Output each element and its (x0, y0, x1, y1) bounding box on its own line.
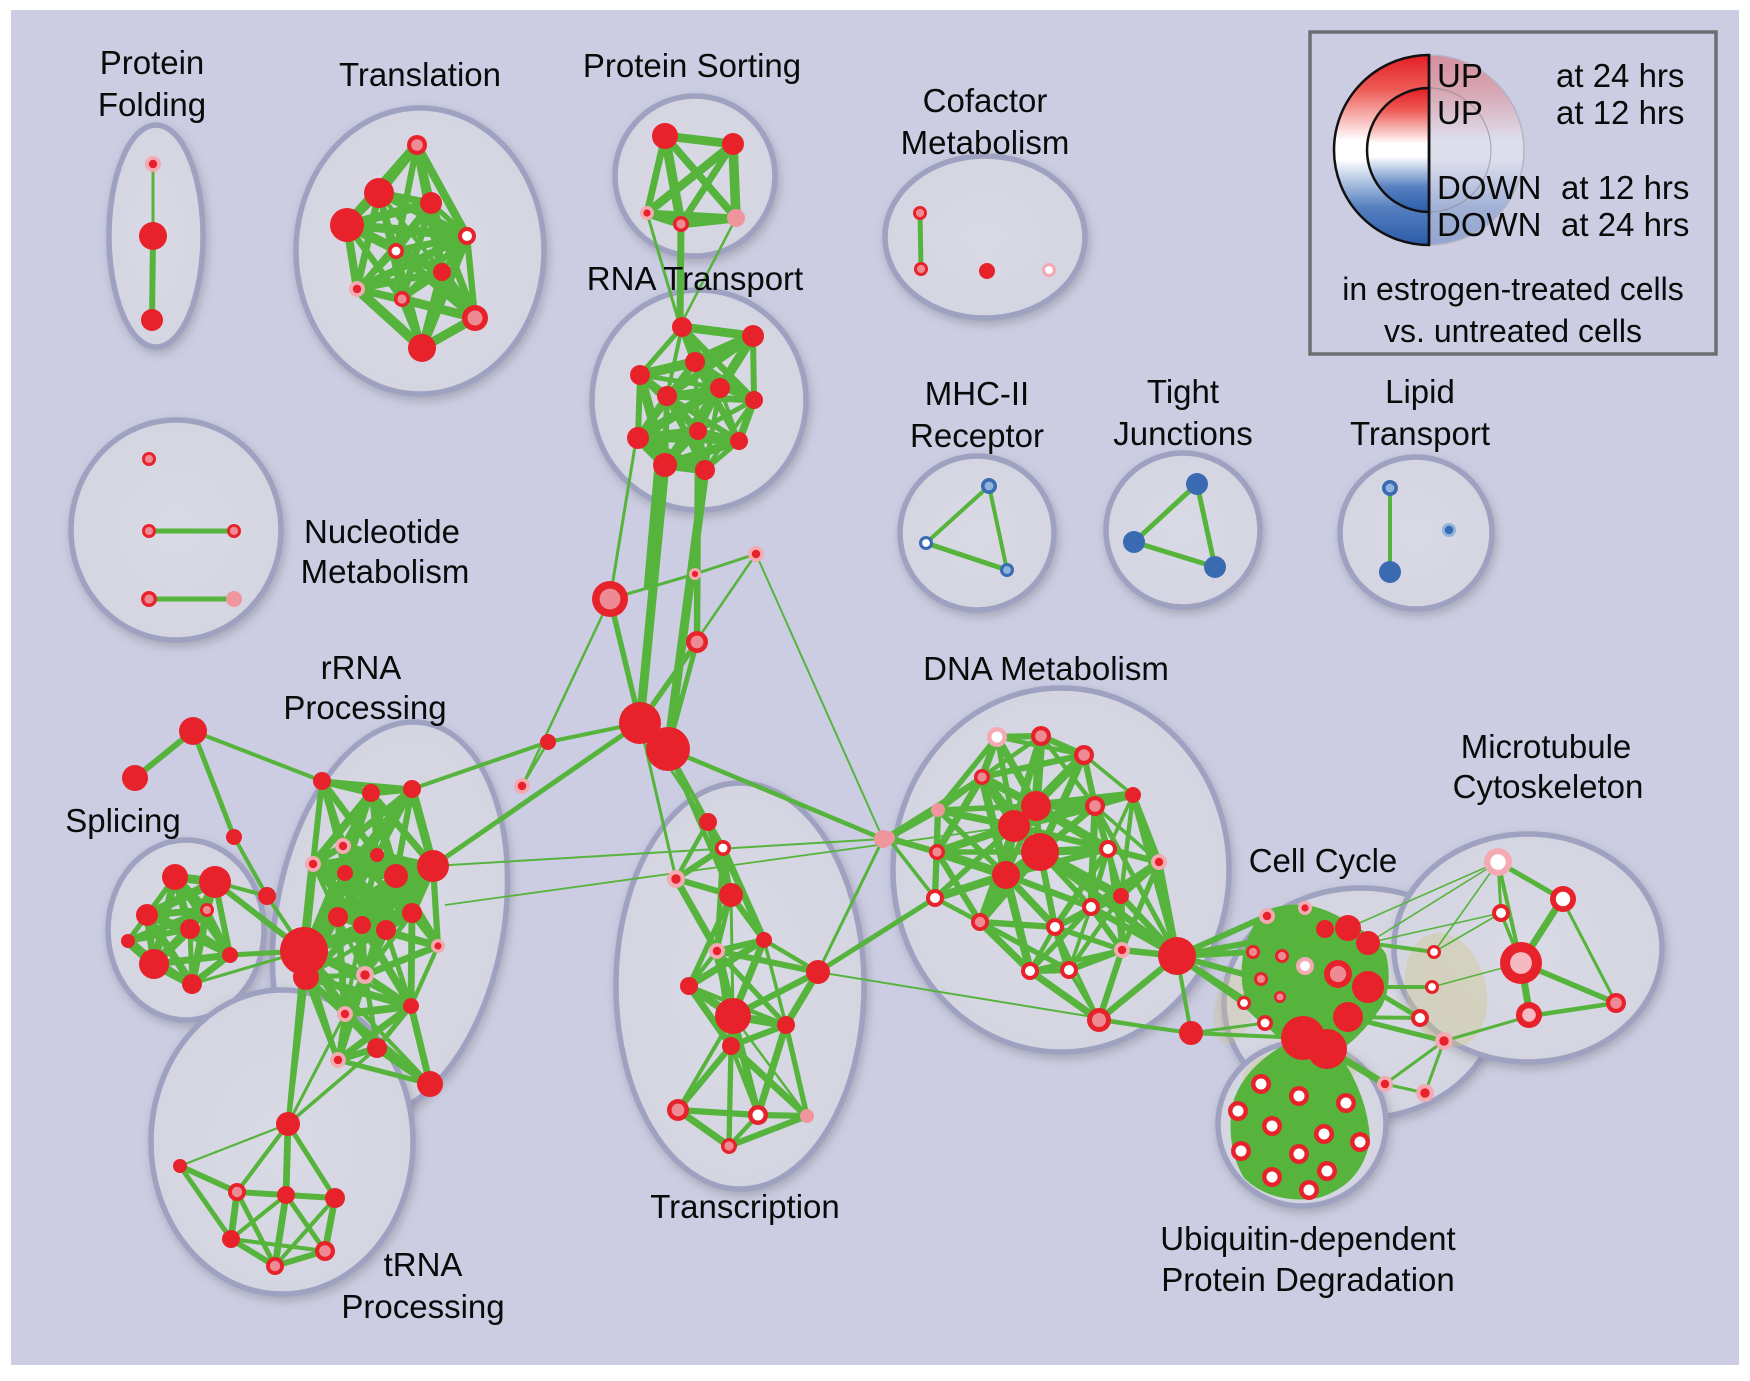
svg-text:in estrogen-treated cells: in estrogen-treated cells (1342, 271, 1684, 307)
svg-text:DOWN: DOWN (1437, 206, 1541, 243)
svg-text:Processing: Processing (283, 689, 446, 726)
svg-text:Translation: Translation (339, 56, 501, 93)
svg-text:DOWN: DOWN (1437, 169, 1541, 206)
svg-text:Processing: Processing (341, 1288, 504, 1325)
svg-text:Nucleotide: Nucleotide (304, 513, 460, 550)
svg-text:rRNA: rRNA (321, 649, 402, 686)
svg-text:Transport: Transport (1350, 415, 1490, 452)
svg-text:Ubiquitin-dependent: Ubiquitin-dependent (1160, 1220, 1455, 1257)
svg-text:MHC-II: MHC-II (925, 375, 1029, 412)
svg-text:Receptor: Receptor (910, 417, 1044, 454)
svg-text:vs. untreated cells: vs. untreated cells (1384, 313, 1642, 349)
svg-text:Transcription: Transcription (650, 1188, 840, 1225)
svg-text:Cytoskeleton: Cytoskeleton (1453, 768, 1644, 805)
svg-text:UP: UP (1437, 94, 1483, 131)
svg-text:Microtubule: Microtubule (1461, 728, 1632, 765)
svg-text:Lipid: Lipid (1385, 373, 1455, 410)
svg-text:Junctions: Junctions (1113, 415, 1252, 452)
svg-text:tRNA: tRNA (384, 1246, 463, 1283)
svg-text:Tight: Tight (1147, 373, 1219, 410)
svg-text:Cell Cycle: Cell Cycle (1249, 842, 1398, 879)
svg-text:DNA Metabolism: DNA Metabolism (923, 650, 1169, 687)
svg-text:Folding: Folding (98, 86, 206, 123)
svg-text:Cofactor: Cofactor (923, 82, 1048, 119)
svg-text:at 12 hrs: at 12 hrs (1561, 169, 1689, 206)
svg-text:Splicing: Splicing (65, 802, 181, 839)
svg-text:Protein Sorting: Protein Sorting (583, 47, 801, 84)
svg-text:at 12 hrs: at 12 hrs (1556, 94, 1684, 131)
svg-text:at 24 hrs: at 24 hrs (1556, 57, 1684, 94)
svg-text:RNA Transport: RNA Transport (587, 260, 803, 297)
svg-text:Protein: Protein (100, 44, 205, 81)
svg-text:Metabolism: Metabolism (301, 553, 470, 590)
svg-text:Protein Degradation: Protein Degradation (1161, 1261, 1455, 1298)
svg-text:Metabolism: Metabolism (901, 124, 1070, 161)
svg-text:UP: UP (1437, 57, 1483, 94)
svg-text:at 24 hrs: at 24 hrs (1561, 206, 1689, 243)
